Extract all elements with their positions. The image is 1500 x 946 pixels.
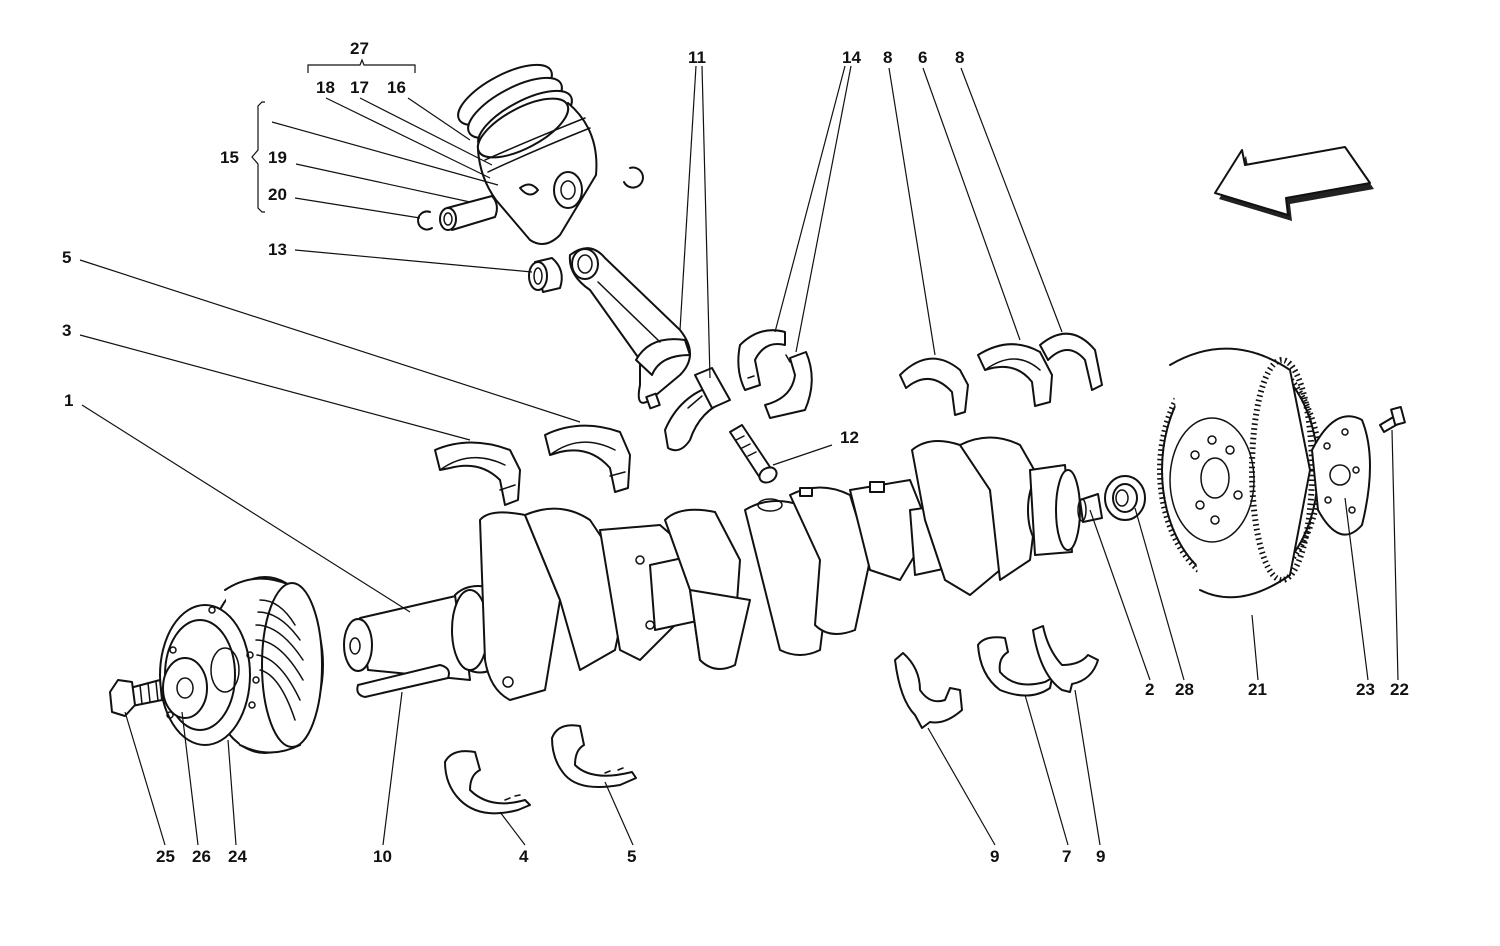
flywheel (1157, 347, 1323, 599)
callout-3: 3 (62, 321, 71, 340)
main-bearing-shell-5-lower (551, 724, 637, 788)
callout-23: 23 (1356, 680, 1375, 699)
rod-bolt (729, 424, 778, 484)
callout-8-right: 8 (955, 48, 964, 67)
callout-9-left: 9 (990, 847, 999, 866)
callout-28: 28 (1175, 680, 1194, 699)
piston-pin (439, 195, 498, 231)
bearing-28 (1104, 475, 1146, 521)
main-bearing-shell-5-upper (544, 424, 631, 493)
callout-21: 21 (1248, 680, 1267, 699)
callout-25: 25 (156, 847, 175, 866)
pulley (206, 576, 324, 754)
crankshaft (343, 436, 1081, 701)
callout-26: 26 (192, 847, 211, 866)
callout-7: 7 (1062, 847, 1071, 866)
callout-13: 13 (268, 240, 287, 259)
callout-20: 20 (268, 185, 287, 204)
callout-labels: 27 18 17 16 15 19 20 13 5 3 1 11 14 8 6 … (62, 39, 1409, 866)
callout-1: 1 (64, 391, 73, 410)
thrust-washer-9-right (1032, 625, 1099, 693)
direction-arrow-icon (1214, 146, 1374, 221)
callout-27: 27 (350, 39, 369, 58)
piston (476, 97, 598, 245)
callout-10: 10 (373, 847, 392, 866)
callout-18: 18 (316, 78, 335, 97)
washer-26 (162, 657, 208, 719)
callout-2: 2 (1145, 680, 1154, 699)
small-end-bushing (528, 257, 563, 293)
callout-11: 11 (688, 48, 706, 67)
callout-17: 17 (350, 78, 369, 97)
leader-lines (79, 58, 1399, 846)
thrust-washer-9-left (894, 652, 963, 729)
circlip-left (417, 210, 433, 231)
callout-19: 19 (268, 148, 287, 167)
key-10 (356, 664, 450, 698)
connecting-rod (568, 247, 691, 410)
callout-16: 16 (387, 78, 406, 97)
callout-9-right: 9 (1096, 847, 1105, 866)
main-bearing-shell-6 (977, 343, 1053, 407)
pilot-bushing-2 (1077, 493, 1103, 523)
callout-24: 24 (228, 847, 247, 866)
callout-6: 6 (918, 48, 927, 67)
main-bearing-shell-4 (444, 750, 531, 815)
callout-12: 12 (840, 428, 859, 447)
main-bearing-shell-7 (977, 636, 1053, 697)
flywheel-bolt-22 (1379, 405, 1406, 433)
callout-4: 4 (519, 847, 529, 866)
rod-cap (664, 367, 731, 452)
callout-8-left: 8 (883, 48, 892, 67)
circlip-right (623, 166, 644, 189)
callout-14: 14 (842, 48, 861, 67)
main-bearing-shell-3 (434, 441, 521, 506)
thrust-washer-8-left (899, 357, 969, 416)
callout-5-lower: 5 (627, 847, 636, 866)
callout-22: 22 (1390, 680, 1409, 699)
flywheel-plate-23 (1311, 415, 1371, 536)
callout-5-upper: 5 (62, 248, 71, 267)
pulley-bolt-25 (109, 679, 163, 717)
rod-bearing-shell-14 (737, 329, 813, 419)
thrust-washer-8-right (1039, 332, 1103, 391)
callout-15: 15 (220, 148, 239, 167)
